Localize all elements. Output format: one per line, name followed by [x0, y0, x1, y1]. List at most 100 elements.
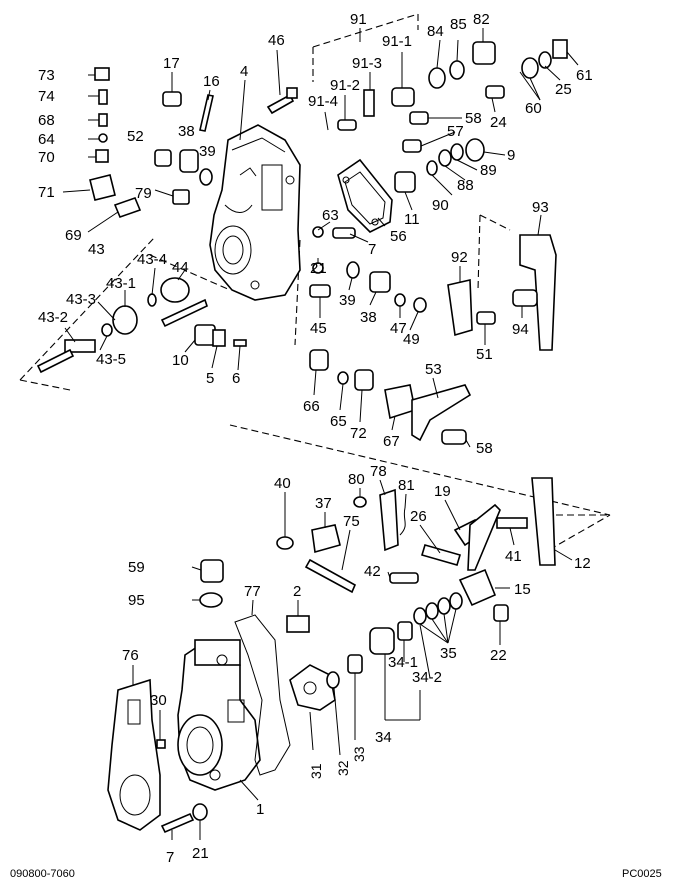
gasket-plate-76 [107, 678, 161, 831]
callout-43-2: 43-2 [38, 309, 68, 326]
callout-59: 59 [128, 559, 145, 576]
callout-24: 24 [490, 114, 507, 131]
callout-43-4: 43-4 [137, 251, 167, 268]
callout-47: 47 [390, 320, 407, 337]
callout-56: 56 [390, 228, 407, 245]
callout-38b: 38 [360, 309, 377, 326]
callout-69: 69 [65, 227, 82, 244]
callout-7a: 7 [368, 241, 376, 258]
callout-22: 22 [490, 647, 507, 664]
page-code: PC0025 [622, 868, 662, 880]
callout-30: 30 [150, 692, 167, 709]
callout-21b: 21 [192, 845, 209, 862]
callout-35: 35 [440, 645, 457, 662]
callout-1: 1 [256, 801, 264, 818]
callout-90: 90 [432, 197, 449, 214]
callout-95: 95 [128, 592, 145, 609]
callout-65: 65 [330, 413, 347, 430]
pump-housing-4 [209, 124, 301, 301]
callout-6: 6 [232, 370, 240, 387]
callout-70: 70 [38, 149, 55, 166]
gasket-77 [234, 614, 291, 776]
callout-25: 25 [555, 81, 572, 98]
governor-housing-1 [177, 639, 261, 791]
callout-4: 4 [240, 63, 248, 80]
flyweight-31 [289, 664, 336, 711]
callout-89: 89 [480, 162, 497, 179]
callout-5: 5 [206, 370, 214, 387]
callout-51: 51 [476, 346, 493, 363]
callout-94: 94 [512, 321, 529, 338]
callout-71: 71 [38, 184, 55, 201]
callout-68: 68 [38, 112, 55, 129]
callout-39a: 39 [199, 143, 216, 160]
callout-32: 32 [335, 760, 351, 776]
callout-64: 64 [38, 131, 55, 148]
callout-73: 73 [38, 67, 55, 84]
cover-plate-56 [337, 158, 393, 233]
callout-33: 33 [351, 746, 367, 762]
callout-42: 42 [364, 563, 381, 580]
callout-82: 82 [473, 11, 490, 28]
callout-76: 76 [122, 647, 139, 664]
callout-40: 40 [274, 475, 291, 492]
callout-46: 46 [268, 32, 285, 49]
callout-44: 44 [172, 259, 189, 276]
callout-60: 60 [525, 100, 542, 117]
callout-53: 53 [425, 361, 442, 378]
callout-91-2: 91-2 [330, 77, 360, 94]
callout-77: 77 [244, 583, 261, 600]
callout-66: 66 [303, 398, 320, 415]
small-parts [36, 39, 568, 834]
callout-61: 61 [576, 67, 593, 84]
callout-34-1: 34-1 [388, 654, 418, 671]
callout-34: 34 [375, 729, 392, 746]
callout-49: 49 [403, 331, 420, 348]
callout-81: 81 [398, 477, 415, 494]
callout-93: 93 [532, 199, 549, 216]
callout-79: 79 [135, 185, 152, 202]
callout-43: 43 [88, 241, 105, 258]
callout-52: 52 [127, 128, 144, 145]
callout-31: 31 [308, 763, 324, 779]
callout-37: 37 [315, 495, 332, 512]
callout-38a: 38 [178, 123, 195, 140]
callout-67: 67 [383, 433, 400, 450]
callout-91-4: 91-4 [308, 93, 338, 110]
callout-7b: 7 [166, 849, 174, 866]
callout-34-2: 34-2 [412, 669, 442, 686]
callout-11: 11 [404, 211, 420, 228]
leader-lines [62, 28, 579, 840]
callout-92: 92 [451, 249, 468, 266]
footer: 090800-7060 PC0025 [10, 868, 662, 880]
callout-43-5: 43-5 [96, 351, 126, 368]
callout-43-3: 43-3 [66, 291, 96, 308]
callout-85: 85 [450, 16, 467, 33]
callout-15: 15 [514, 581, 531, 598]
callout-63: 63 [322, 207, 339, 224]
callout-58a: 58 [465, 110, 482, 127]
callout-91-1: 91-1 [382, 33, 412, 50]
diagram-code: 090800-7060 [10, 868, 75, 880]
callout-88: 88 [457, 177, 474, 194]
callout-57: 57 [447, 123, 464, 140]
callout-41: 41 [505, 548, 522, 565]
callout-26: 26 [410, 508, 427, 525]
callout-80: 80 [348, 471, 365, 488]
callout-74: 74 [38, 88, 55, 105]
callout-43-1: 43-1 [106, 275, 136, 292]
callout-12: 12 [574, 555, 591, 572]
callout-17: 17 [163, 55, 180, 72]
callout-84: 84 [427, 23, 444, 40]
callout-19: 19 [434, 483, 451, 500]
callout-21a: 21 [310, 260, 327, 277]
callout-39b: 39 [339, 292, 356, 309]
callout-2: 2 [293, 583, 301, 600]
callout-labels: 91 82 84 85 91-1 46 17 16 4 73 74 68 64 … [38, 11, 593, 866]
callout-58b: 58 [476, 440, 493, 457]
callout-10: 10 [172, 352, 189, 369]
callout-45: 45 [310, 320, 327, 337]
callout-72: 72 [350, 425, 367, 442]
